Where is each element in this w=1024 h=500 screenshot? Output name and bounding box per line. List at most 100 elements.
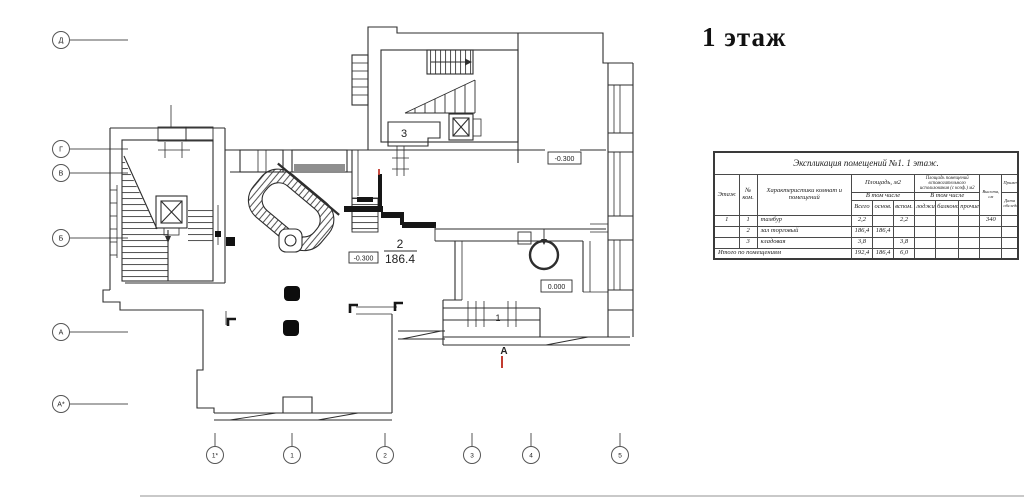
- axis-label: 4: [529, 453, 533, 460]
- table-cell: 2,2: [893, 214, 916, 227]
- table-cell: 3,8: [893, 236, 916, 249]
- door-ticks: [392, 146, 409, 176]
- table-cell: [979, 225, 1003, 238]
- col-header-balconies: балконов: [935, 199, 960, 216]
- table-cell: [871, 214, 895, 227]
- table-cell: [1001, 214, 1019, 227]
- table-cell: зал торговый: [756, 225, 852, 238]
- room-1: [434, 223, 630, 346]
- right-window-wall: [607, 63, 634, 337]
- axis-col-markers: [206, 433, 629, 464]
- top-wing: [225, 26, 633, 176]
- table-cell: [935, 247, 960, 260]
- col-header-area-group: Площадь, м2: [850, 174, 916, 193]
- left-wing: [109, 105, 235, 290]
- elevation-ground-label: 0.000: [548, 284, 566, 291]
- table-cell: 186,4: [850, 225, 873, 238]
- elevation-box: [348, 251, 379, 264]
- room3-label: 3: [401, 128, 407, 140]
- table-cell: [935, 214, 960, 227]
- table-cell: [713, 225, 740, 238]
- axis-col-labels: 1* 1 2 3 4 5: [212, 453, 622, 460]
- table-cell: [914, 236, 937, 249]
- table-cell: кладовая: [756, 236, 852, 249]
- table-cell: [1001, 247, 1019, 260]
- table-row: 3 кладовая 3,8 3,8: [713, 236, 1019, 249]
- axis-label: Г: [59, 147, 63, 154]
- elevation-box: [547, 151, 582, 165]
- scan-edge-line: [140, 495, 1024, 497]
- room2-area: 186.4: [385, 252, 415, 266]
- table-cell: [914, 214, 937, 227]
- stair-core: [122, 155, 221, 281]
- columns: [283, 286, 300, 336]
- col-header-floor: Этаж: [713, 174, 740, 216]
- window-sill-gray: [294, 164, 345, 171]
- col-header-including: В том числе: [850, 192, 916, 201]
- heavy-walls: [344, 174, 436, 228]
- wall-pier: [226, 237, 235, 246]
- room2-number: 2: [397, 237, 404, 251]
- table-cell: [935, 236, 960, 249]
- table-total-row: Итого по помещениям 192,4 186,4 6,0: [713, 247, 1019, 260]
- table-cell: [979, 247, 1003, 260]
- table-cell: [958, 247, 981, 260]
- elevation-mid-label: -0.300: [354, 256, 374, 263]
- table-cell: 186,4: [871, 225, 895, 238]
- table-cell: 2: [738, 225, 758, 238]
- table-cell: 1: [713, 214, 740, 227]
- col-header-aux-area-group: Площадь помещений вспомогательного испол…: [914, 174, 981, 193]
- table-cell: 3,8: [850, 236, 873, 249]
- col-header-note2: Дата обследования: [1001, 192, 1019, 216]
- table-cell: [1001, 225, 1019, 238]
- table-cell: [979, 236, 1003, 249]
- table-cell: [871, 236, 895, 249]
- axis-label: 1*: [212, 453, 219, 460]
- axis-label: 1: [290, 453, 294, 460]
- col-header-room-no: № ком.: [738, 174, 758, 216]
- table-cell: 6,0: [893, 247, 916, 260]
- total-label: Итого по помещениям: [713, 247, 852, 260]
- elevation-top-label: -0.300: [555, 156, 575, 163]
- section-marks: [378, 169, 503, 368]
- col-header-aux: вспом.: [893, 199, 916, 216]
- elevator-icon: [155, 195, 188, 236]
- col-header-main: основ.: [871, 199, 895, 216]
- table-row: 1 1 тамбур 2,2 2,2 340: [713, 214, 1019, 227]
- axis-label: В: [59, 171, 64, 178]
- table-cell: [958, 225, 981, 238]
- table-cell: [1001, 236, 1019, 249]
- axis-label: Д: [59, 38, 64, 45]
- table-cell: [958, 214, 981, 227]
- col-header-note: Примечание: [1001, 174, 1019, 193]
- col-header-other: прочие: [958, 199, 981, 216]
- room1-label: 1: [495, 313, 500, 323]
- table-cell: 340: [979, 214, 1003, 227]
- bottom-outline: [102, 289, 445, 421]
- table-cell: 192,4: [850, 247, 873, 260]
- room3-outline: [387, 121, 441, 147]
- col-header-loggias: лоджий: [914, 199, 937, 216]
- axis-label: А*: [57, 402, 65, 409]
- elevator-icon: [448, 113, 482, 141]
- table-cell: [713, 236, 740, 249]
- curved-stair: [247, 162, 340, 252]
- table-cell: [914, 247, 937, 260]
- table-title: Экспликация помещений №1. 1 этаж.: [713, 151, 1019, 175]
- col-header-characteristics: Характеристики комнат и помещений: [756, 174, 852, 216]
- stair-flight-diagonal: [404, 79, 476, 114]
- col-header-height: Высота, см: [979, 174, 1003, 216]
- page-title: 1 этаж: [702, 22, 787, 52]
- central-hall: [230, 149, 436, 336]
- table-cell: 1: [738, 214, 758, 227]
- elevation-box: [540, 279, 573, 293]
- table-cell: 2,2: [850, 214, 873, 227]
- col-header-including2: В том числе: [914, 192, 981, 201]
- col-header-total: Всего: [850, 199, 873, 216]
- table-cell: 186,4: [871, 247, 895, 260]
- explication-table: Экспликация помещений №1. 1 этаж. Этаж №…: [713, 151, 1019, 261]
- axis-row-labels: Д Г В Б А А*: [57, 38, 65, 409]
- section-letter: А: [500, 346, 507, 357]
